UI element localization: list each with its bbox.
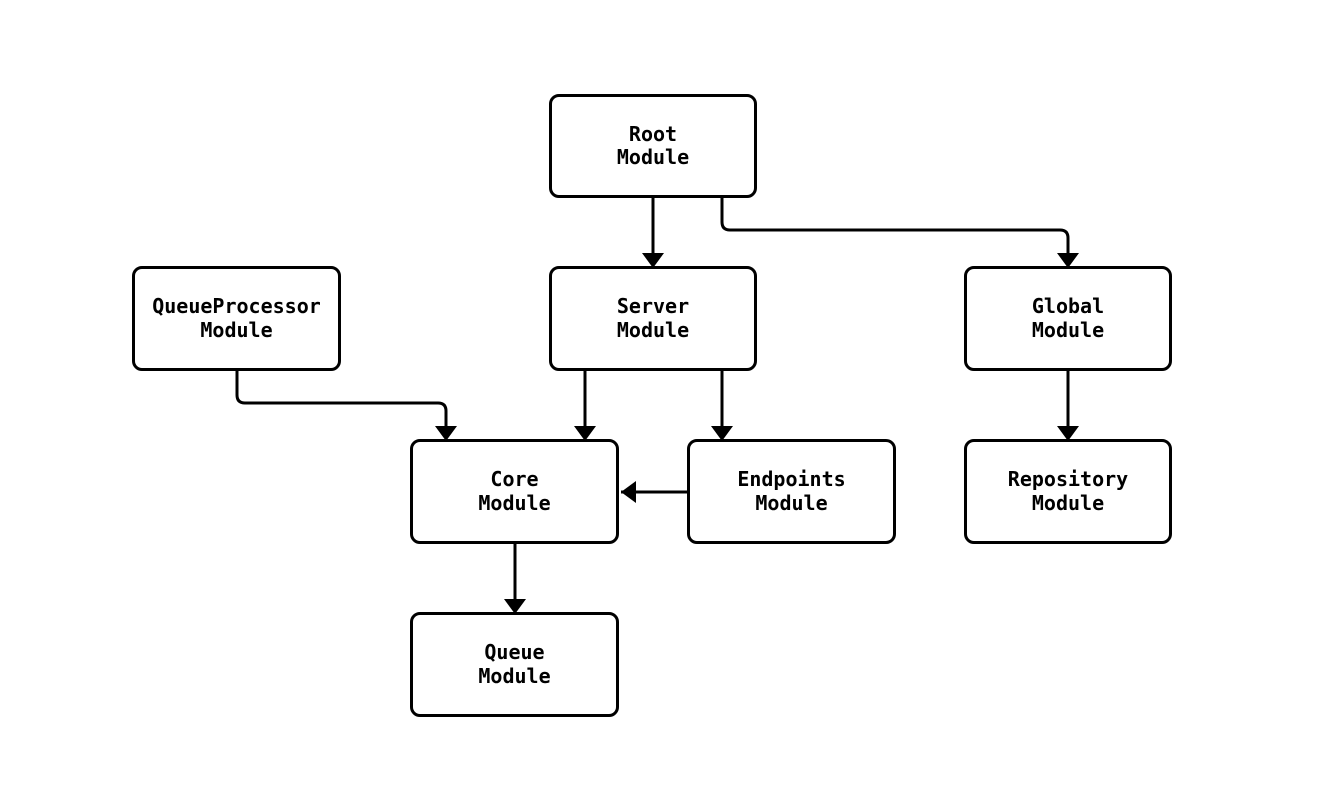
node-queueprocessor-module-label: QueueProcessor Module [152,294,321,342]
node-server-module[interactable]: Server Module [549,266,757,371]
node-queue-module[interactable]: Queue Module [410,612,619,717]
node-queueprocessor-module[interactable]: QueueProcessor Module [132,266,341,371]
node-repository-module-label: Repository Module [1007,467,1129,515]
node-root-module-label: Root Module [616,121,690,169]
node-global-module-label: Global Module [1031,294,1105,342]
edge-queueprocessor-to-core [235,371,457,441]
node-server-module-label: Server Module [616,294,690,342]
node-global-module[interactable]: Global Module [964,266,1172,371]
node-root-module[interactable]: Root Module [549,94,757,198]
node-endpoints-module-label: Endpoints Module [737,467,846,515]
node-core-module-label: Core Module [478,467,551,515]
node-core-module[interactable]: Core Module [410,439,619,544]
node-repository-module[interactable]: Repository Module [964,439,1172,544]
node-endpoints-module[interactable]: Endpoints Module [687,439,896,544]
edge-root-to-global [720,198,1079,268]
node-queue-module-label: Queue Module [478,640,551,688]
